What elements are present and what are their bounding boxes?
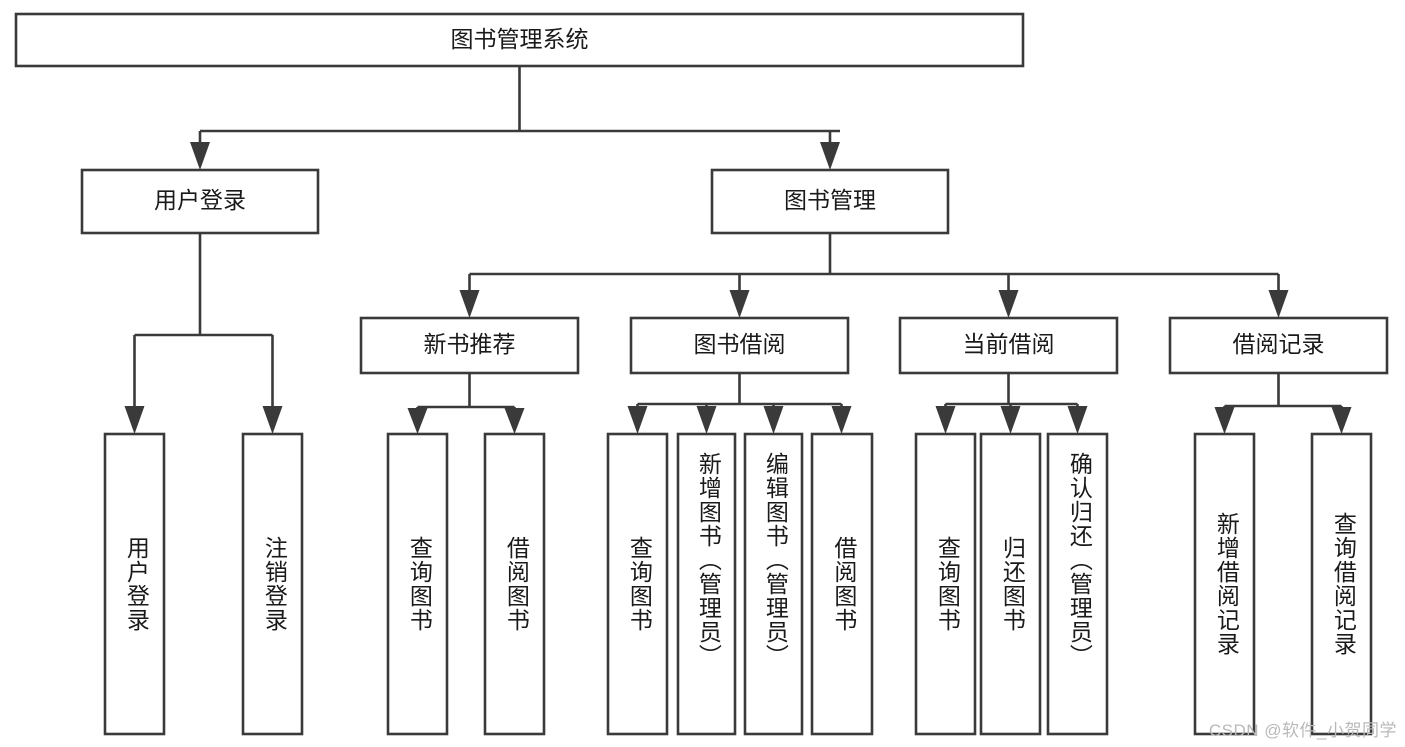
node-new-book-recommend-label: 新书推荐 bbox=[424, 331, 516, 357]
node-leaf-add-book-label: 新增图书（管理员） bbox=[695, 452, 722, 668]
node-leaf-add-book-box[interactable] bbox=[676, 432, 737, 736]
arrowhead-leaf-logout bbox=[262, 406, 283, 434]
node-leaf-borrow-book-b-box[interactable] bbox=[810, 432, 874, 736]
arrowhead-leaf-edit-book bbox=[763, 406, 784, 434]
node-leaf-borrow-book-rec[interactable]: 借阅图书 bbox=[483, 432, 546, 736]
node-leaf-user-login-label: 用户登录 bbox=[123, 536, 150, 632]
arrowhead-leaf-add-book bbox=[696, 406, 717, 434]
node-leaf-add-book[interactable]: 新增图书（管理员） bbox=[676, 432, 737, 736]
connector-group-current-borrow bbox=[935, 373, 1088, 434]
node-leaf-confirm-return-box[interactable] bbox=[1046, 432, 1109, 736]
arrowhead-leaf-borrow-book-rec bbox=[504, 408, 525, 434]
connector-group-user-login bbox=[124, 233, 283, 434]
node-leaf-borrow-book-rec-box[interactable] bbox=[483, 432, 546, 736]
node-book-borrow-label: 图书借阅 bbox=[694, 331, 786, 357]
arrowhead-leaf-borrow-book-b bbox=[831, 406, 852, 434]
connector-group-root bbox=[190, 66, 840, 170]
node-leaf-borrow-book-b[interactable]: 借阅图书 bbox=[810, 432, 874, 736]
node-leaf-query-record-label: 查询借阅记录 bbox=[1330, 512, 1357, 656]
node-current-borrow-label: 当前借阅 bbox=[963, 331, 1055, 357]
node-book-manage-label: 图书管理 bbox=[784, 187, 876, 213]
node-leaf-query-book-c-box[interactable] bbox=[914, 432, 977, 736]
node-leaf-borrow-book-rec-label: 借阅图书 bbox=[503, 536, 530, 632]
connector-group-book-manage bbox=[459, 233, 1289, 318]
node-borrow-record-label: 借阅记录 bbox=[1233, 331, 1325, 357]
arrowhead-leaf-user-login bbox=[124, 406, 145, 434]
node-leaf-query-book-c-label: 查询图书 bbox=[934, 536, 961, 632]
node-leaf-return-book-box[interactable] bbox=[979, 432, 1042, 736]
node-leaf-borrow-book-b-label: 借阅图书 bbox=[831, 536, 858, 632]
node-new-book-recommend[interactable]: 新书推荐 bbox=[359, 316, 580, 375]
node-leaf-return-book[interactable]: 归还图书 bbox=[979, 432, 1042, 736]
node-root-label: 图书管理系统 bbox=[451, 26, 589, 52]
node-root-box[interactable] bbox=[14, 12, 1025, 68]
node-user-login-label: 用户登录 bbox=[154, 187, 246, 213]
connector-group-book-borrow bbox=[627, 373, 852, 434]
node-leaf-user-login[interactable]: 用户登录 bbox=[103, 432, 166, 736]
node-leaf-query-book-rec-box[interactable] bbox=[386, 432, 449, 736]
node-leaf-confirm-return-label: 确认归还（管理员） bbox=[1066, 452, 1093, 668]
arrowhead-current-borrow bbox=[998, 290, 1019, 318]
node-leaf-return-book-label: 归还图书 bbox=[999, 536, 1026, 632]
node-leaf-edit-book-box[interactable] bbox=[743, 432, 804, 736]
arrowhead-leaf-confirm-return bbox=[1067, 406, 1088, 434]
node-leaf-query-book-rec-label: 查询图书 bbox=[406, 536, 433, 632]
arrowhead-user-login bbox=[190, 142, 210, 170]
node-leaf-edit-book-label: 编辑图书（管理员） bbox=[762, 452, 789, 668]
arrowhead-leaf-query-book-rec bbox=[407, 408, 428, 434]
node-leaf-query-book-b-box[interactable] bbox=[606, 432, 669, 736]
node-leaf-user-login-box[interactable] bbox=[103, 432, 166, 736]
arrowhead-borrow-record bbox=[1268, 290, 1289, 318]
node-root[interactable]: 图书管理系统 bbox=[14, 12, 1025, 68]
node-book-borrow-box[interactable] bbox=[629, 316, 850, 375]
node-borrow-record[interactable]: 借阅记录 bbox=[1168, 316, 1389, 375]
arrowhead-book-manage bbox=[820, 142, 840, 170]
arrowhead-leaf-query-book-b bbox=[627, 406, 648, 434]
node-leaf-query-book-rec[interactable]: 查询图书 bbox=[386, 432, 449, 736]
node-leaf-query-book-c[interactable]: 查询图书 bbox=[914, 432, 977, 736]
node-leaf-logout-label: 注销登录 bbox=[261, 536, 288, 632]
node-book-manage-box[interactable] bbox=[710, 168, 950, 235]
arrowhead-leaf-query-record bbox=[1331, 407, 1352, 434]
node-leaf-query-record[interactable]: 查询借阅记录 bbox=[1310, 432, 1373, 736]
node-leaf-logout[interactable]: 注销登录 bbox=[241, 432, 304, 736]
arrowhead-new-book-recommend bbox=[459, 290, 480, 318]
node-leaf-query-book-b-label: 查询图书 bbox=[626, 536, 653, 632]
node-user-login-box[interactable] bbox=[80, 168, 320, 235]
node-new-book-recommend-box[interactable] bbox=[359, 316, 580, 375]
node-leaf-logout-box[interactable] bbox=[241, 432, 304, 736]
node-leaf-add-record-box[interactable] bbox=[1193, 432, 1256, 736]
node-user-login[interactable]: 用户登录 bbox=[80, 168, 320, 235]
arrowhead-book-borrow bbox=[729, 290, 750, 318]
node-book-borrow[interactable]: 图书借阅 bbox=[629, 316, 850, 375]
arrowhead-leaf-query-book-c bbox=[935, 406, 956, 434]
node-leaf-add-record[interactable]: 新增借阅记录 bbox=[1193, 432, 1256, 736]
connector-group-borrow-record bbox=[1214, 373, 1352, 434]
node-current-borrow[interactable]: 当前借阅 bbox=[898, 316, 1119, 375]
node-leaf-confirm-return[interactable]: 确认归还（管理员） bbox=[1046, 432, 1109, 736]
node-current-borrow-box[interactable] bbox=[898, 316, 1119, 375]
node-borrow-record-box[interactable] bbox=[1168, 316, 1389, 375]
connector-group-new-book-recommend bbox=[407, 373, 525, 434]
node-leaf-edit-book[interactable]: 编辑图书（管理员） bbox=[743, 432, 804, 736]
node-book-manage[interactable]: 图书管理 bbox=[710, 168, 950, 235]
arrowhead-leaf-return-book bbox=[1000, 406, 1021, 434]
node-leaf-query-record-box[interactable] bbox=[1310, 432, 1373, 736]
node-leaf-query-book-b[interactable]: 查询图书 bbox=[606, 432, 669, 736]
node-leaf-add-record-label: 新增借阅记录 bbox=[1213, 512, 1240, 656]
arrowhead-leaf-add-record bbox=[1214, 407, 1235, 434]
